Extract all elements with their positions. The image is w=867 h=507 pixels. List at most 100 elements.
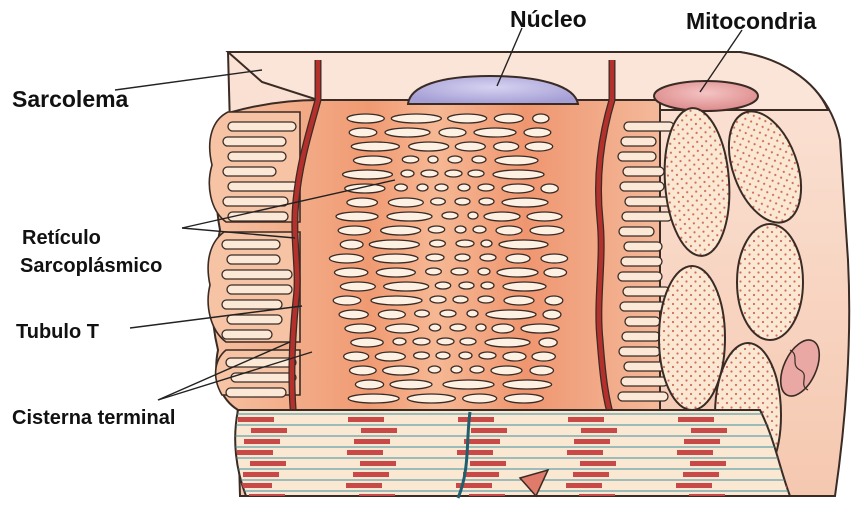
- sr-network-lumen: [415, 310, 430, 317]
- sr-network-lumen: [459, 282, 474, 289]
- a-band: [457, 450, 493, 455]
- sr-network-lumen: [456, 240, 474, 247]
- sr-tubule: [222, 240, 280, 249]
- a-band: [361, 428, 397, 433]
- sr-network-lumen: [338, 226, 370, 235]
- sr-network-lumen: [345, 184, 385, 193]
- sr-network-lumen: [504, 394, 543, 403]
- a-band: [346, 483, 382, 488]
- sr-network-lumen: [497, 268, 538, 277]
- a-band: [471, 428, 507, 433]
- sr-network-lumen: [426, 254, 444, 261]
- sr-network-lumen: [381, 226, 421, 235]
- sr-network-lumen: [460, 338, 476, 345]
- sr-tubule: [619, 227, 654, 236]
- a-band: [568, 417, 604, 422]
- sr-network-lumen: [472, 156, 486, 163]
- sr-network-lumen: [478, 268, 490, 275]
- a-band: [684, 439, 720, 444]
- sr-network-lumen: [428, 156, 438, 163]
- sr-network-lumen: [455, 254, 470, 261]
- sr-network-lumen: [503, 282, 546, 291]
- label-cisterna-terminal: Cisterna terminal: [12, 408, 175, 428]
- sr-tubule: [620, 182, 664, 191]
- sr-network-lumen: [479, 352, 496, 359]
- sr-network-lumen: [343, 170, 393, 179]
- sr-network-lumen: [495, 156, 538, 165]
- sr-network-lumen: [387, 212, 432, 221]
- sr-network-lumen: [494, 114, 523, 123]
- sr-tubule: [622, 212, 672, 221]
- sr-network-lumen: [421, 170, 438, 177]
- a-band: [348, 417, 384, 422]
- sr-network-lumen: [484, 212, 520, 221]
- sr-network-lumen: [351, 338, 383, 347]
- sr-network-lumen: [349, 128, 377, 137]
- sr-network-lumen: [393, 338, 406, 345]
- a-band: [581, 428, 617, 433]
- a-band: [573, 472, 609, 477]
- sr-network-lumen: [467, 310, 478, 317]
- sr-network-lumen: [494, 142, 519, 151]
- sr-network-lumen: [351, 142, 399, 151]
- sr-network-lumen: [541, 254, 568, 263]
- sr-network-lumen: [384, 282, 429, 291]
- sr-network-lumen: [502, 184, 534, 193]
- sr-network-lumen: [544, 268, 567, 277]
- a-band: [250, 461, 286, 466]
- sr-network-lumen: [463, 394, 497, 403]
- label-reticulo-line1: Retículo: [22, 228, 101, 248]
- sr-tubule: [618, 152, 656, 161]
- a-band: [243, 472, 279, 477]
- sr-network-lumen: [435, 282, 450, 289]
- sr-network-lumen: [480, 254, 496, 261]
- sr-network-lumen: [436, 352, 450, 359]
- sr-network-lumen: [448, 156, 462, 163]
- a-band: [347, 450, 383, 455]
- sr-network-lumen: [391, 114, 441, 123]
- sr-network-lumen: [413, 338, 430, 345]
- sr-network-lumen: [468, 170, 484, 177]
- sr-network-lumen: [530, 366, 553, 375]
- sr-tubule: [227, 255, 280, 264]
- a-band: [683, 472, 719, 477]
- sr-network-lumen: [439, 128, 466, 137]
- sr-network-lumen: [541, 184, 558, 193]
- sr-network-lumen: [334, 268, 367, 277]
- sr-network-lumen: [339, 310, 368, 319]
- a-band: [251, 428, 287, 433]
- sr-network-lumen: [527, 212, 562, 221]
- sr-network-lumen: [479, 198, 494, 205]
- sr-network-lumen: [443, 380, 494, 389]
- a-band: [244, 439, 280, 444]
- sr-network-lumen: [458, 184, 470, 191]
- sr-tubule: [226, 388, 286, 397]
- sr-network-lumen: [478, 296, 494, 303]
- sr-network-lumen: [435, 184, 448, 191]
- sr-network-lumen: [473, 226, 486, 233]
- sr-tubule: [223, 167, 276, 176]
- sr-network-lumen: [333, 296, 361, 305]
- a-band: [238, 417, 274, 422]
- sr-network-lumen: [491, 366, 522, 375]
- sr-network-lumen: [388, 198, 423, 207]
- sr-network-lumen: [386, 324, 419, 333]
- sr-network-lumen: [437, 338, 454, 345]
- a-band: [463, 472, 499, 477]
- sr-tubule: [228, 182, 298, 191]
- a-band: [678, 417, 714, 422]
- sr-network-lumen: [407, 394, 455, 403]
- sr-network-lumen: [442, 212, 458, 219]
- sr-network-lumen: [344, 352, 369, 361]
- sr-network-lumen: [378, 310, 405, 319]
- sr-network-lumen: [492, 324, 514, 333]
- sr-network-lumen: [486, 310, 536, 319]
- sr-network-lumen: [478, 184, 494, 191]
- sr-network-lumen: [430, 240, 446, 247]
- sr-network-lumen: [376, 268, 415, 277]
- sr-network-lumen: [448, 114, 487, 123]
- a-band: [354, 439, 390, 444]
- sr-tubule: [621, 137, 656, 146]
- sr-network-lumen: [428, 226, 444, 233]
